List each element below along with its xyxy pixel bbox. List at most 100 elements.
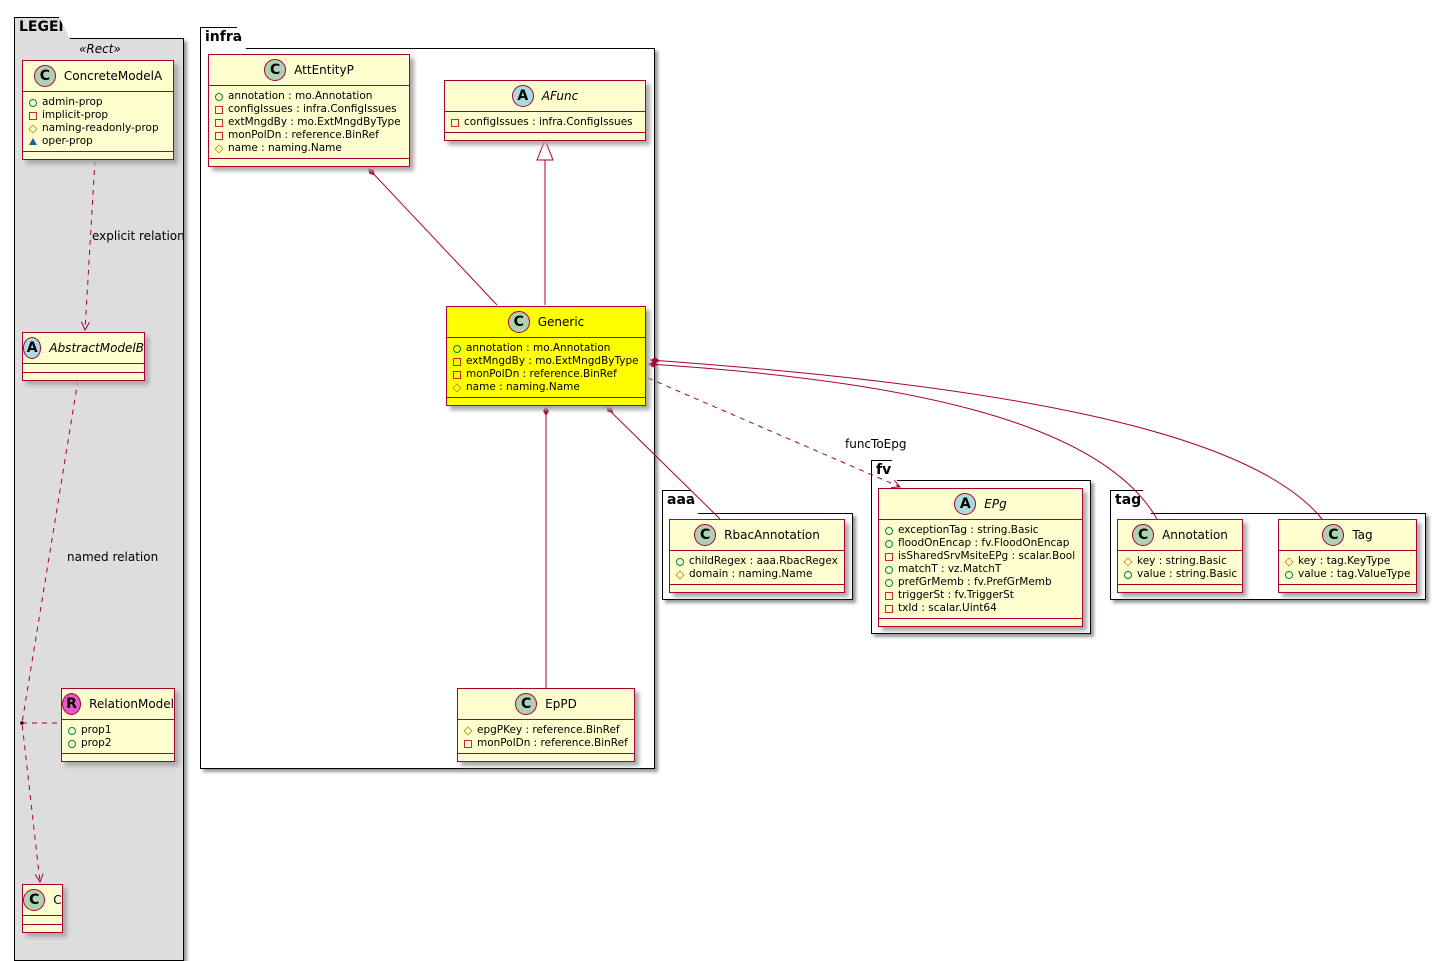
private-visibility-icon (464, 739, 472, 748)
class-header: C RbacAnnotation (670, 520, 844, 551)
package-tab-tag: tag (1110, 490, 1151, 514)
class-name: EpPD (545, 697, 577, 711)
legend-stereotype: «Rect» (79, 42, 121, 56)
class-name: Generic (537, 315, 585, 329)
attribute: domain : naming.Name (675, 568, 838, 581)
attribute: naming-readonly-prop (28, 122, 167, 135)
attribute: epgPKey : reference.BinRef (463, 724, 628, 737)
class-name: AbstractModelB (49, 341, 144, 355)
attribute: txId : scalar.Uint64 (885, 602, 1076, 615)
package-infra (200, 48, 655, 769)
public-visibility-icon (215, 92, 223, 101)
attribute-text: naming-readonly-prop (42, 122, 159, 134)
attribute: value : tag.ValueType (1285, 568, 1410, 581)
public-visibility-icon (885, 539, 893, 548)
attribute-text: monPolDn : reference.BinRef (228, 129, 379, 141)
attribute: extMngdBy : mo.ExtMngdByType (215, 116, 403, 129)
attribute: key : tag.KeyType (1284, 555, 1410, 568)
class-badge-icon: C (33, 65, 56, 87)
abstract-badge-icon: A (511, 85, 534, 107)
package-legend (14, 38, 184, 961)
class-name: AttEntityP (294, 63, 354, 77)
public-visibility-icon (885, 526, 893, 535)
method-list (209, 159, 409, 166)
method-list (879, 619, 1082, 626)
attribute-text: name : naming.Name (228, 142, 342, 154)
class-badge-icon: C (1322, 524, 1345, 546)
method-list (23, 152, 173, 159)
attribute: annotation : mo.Annotation (215, 90, 403, 103)
attribute-text: annotation : mo.Annotation (466, 342, 611, 354)
method-list (23, 373, 144, 380)
class-name: RbacAnnotation (724, 528, 820, 542)
attribute-text: isSharedSrvMsiteEPg : scalar.Bool (898, 550, 1076, 562)
attribute-text: name : naming.Name (466, 381, 580, 393)
class-badge-icon: C (694, 524, 717, 546)
attribute: childRegex : aaa.RbacRegex (676, 555, 838, 568)
attribute-text: value : tag.ValueType (1298, 568, 1411, 580)
relation-badge-icon: R (62, 693, 82, 715)
attribute: exceptionTag : string.Basic (885, 524, 1076, 537)
attribute: monPolDn : reference.BinRef (464, 737, 628, 750)
attribute: triggerSt : fv.TriggerSt (885, 589, 1076, 602)
private-visibility-icon (885, 604, 893, 613)
private-visibility-icon (215, 118, 223, 127)
attribute: configIssues : infra.ConfigIssues (215, 103, 403, 116)
attribute: monPolDn : reference.BinRef (453, 368, 639, 381)
method-list (458, 754, 634, 761)
class-name: RelationModel (89, 697, 174, 711)
attribute-text: monPolDn : reference.BinRef (466, 368, 617, 380)
generic-annotation-composition (647, 361, 1158, 520)
attribute-text: epgPKey : reference.BinRef (477, 724, 620, 736)
class-name: EPg (984, 497, 1007, 511)
attribute: oper-prop (29, 135, 167, 148)
private-visibility-icon (885, 591, 893, 600)
attribute-text: txId : scalar.Uint64 (898, 602, 997, 614)
method-list (445, 133, 645, 140)
attribute: prop1 (68, 724, 168, 737)
method-list (1118, 585, 1242, 592)
attribute: name : naming.Name (214, 142, 403, 155)
protected-visibility-icon (452, 382, 462, 393)
attribute: admin-prop (29, 96, 167, 109)
attribute: isSharedSrvMsiteEPg : scalar.Bool (885, 550, 1076, 563)
afunc-generic-inheritance (536, 138, 554, 305)
class-RbacAnnotation[interactable]: C RbacAnnotation childRegex : aaa.RbacRege… (669, 519, 845, 593)
attribute-text: configIssues : infra.ConfigIssues (228, 103, 397, 115)
attribute-list: configIssues : infra.ConfigIssues (445, 112, 645, 133)
private-visibility-icon (29, 111, 37, 120)
class-name: Tag (1352, 528, 1373, 542)
protected-visibility-icon (214, 143, 224, 154)
attribute-text: domain : naming.Name (689, 568, 813, 580)
named-relation-edge (20, 379, 79, 884)
generic-tag-composition (649, 357, 1323, 520)
protected-visibility-icon (463, 725, 473, 736)
attribute-text: key : string.Basic (1137, 555, 1227, 567)
attribute-text: configIssues : infra.ConfigIssues (464, 116, 633, 128)
protected-visibility-icon (1284, 556, 1294, 567)
